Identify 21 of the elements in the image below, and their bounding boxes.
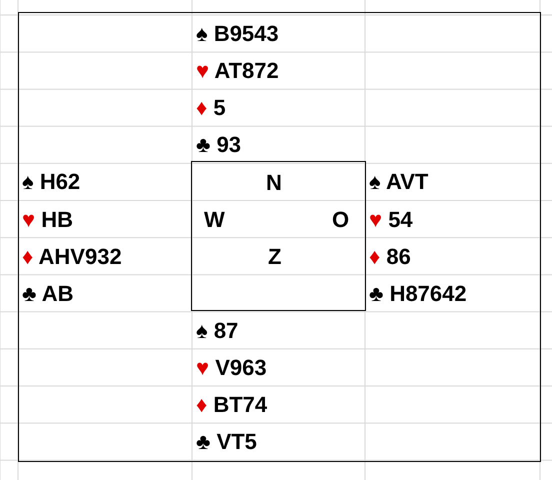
card-holding: ♦ BT74: [196, 392, 268, 418]
card-holding: ♠ B9543: [196, 21, 279, 47]
card-holding: ♠ H62: [22, 169, 80, 196]
card-holding: ♥ HB: [22, 206, 73, 232]
card-holding: ♣ VT5: [196, 429, 257, 456]
compass-direction: N: [266, 170, 282, 196]
compass-direction: Z: [268, 244, 282, 270]
compass-direction: O: [332, 207, 350, 234]
card-holding: ♣ AB: [22, 280, 74, 307]
card-holding: ♦ 5: [196, 95, 226, 122]
card-holding: ♥ 54: [369, 206, 413, 232]
card-holding: ♥ AT872: [196, 58, 279, 84]
card-holding: ♣ 93: [196, 132, 242, 158]
card-holding: ♥ V963: [196, 354, 267, 381]
card-holding: ♠ AVT: [369, 169, 428, 196]
card-holding: ♦ AHV932: [22, 244, 122, 270]
card-holding: ♠ 87: [196, 318, 238, 344]
compass-box: [191, 161, 366, 311]
compass-direction: W: [204, 207, 225, 234]
card-holding: ♦ 86: [369, 244, 411, 270]
card-holding: ♣ H87642: [369, 280, 467, 307]
